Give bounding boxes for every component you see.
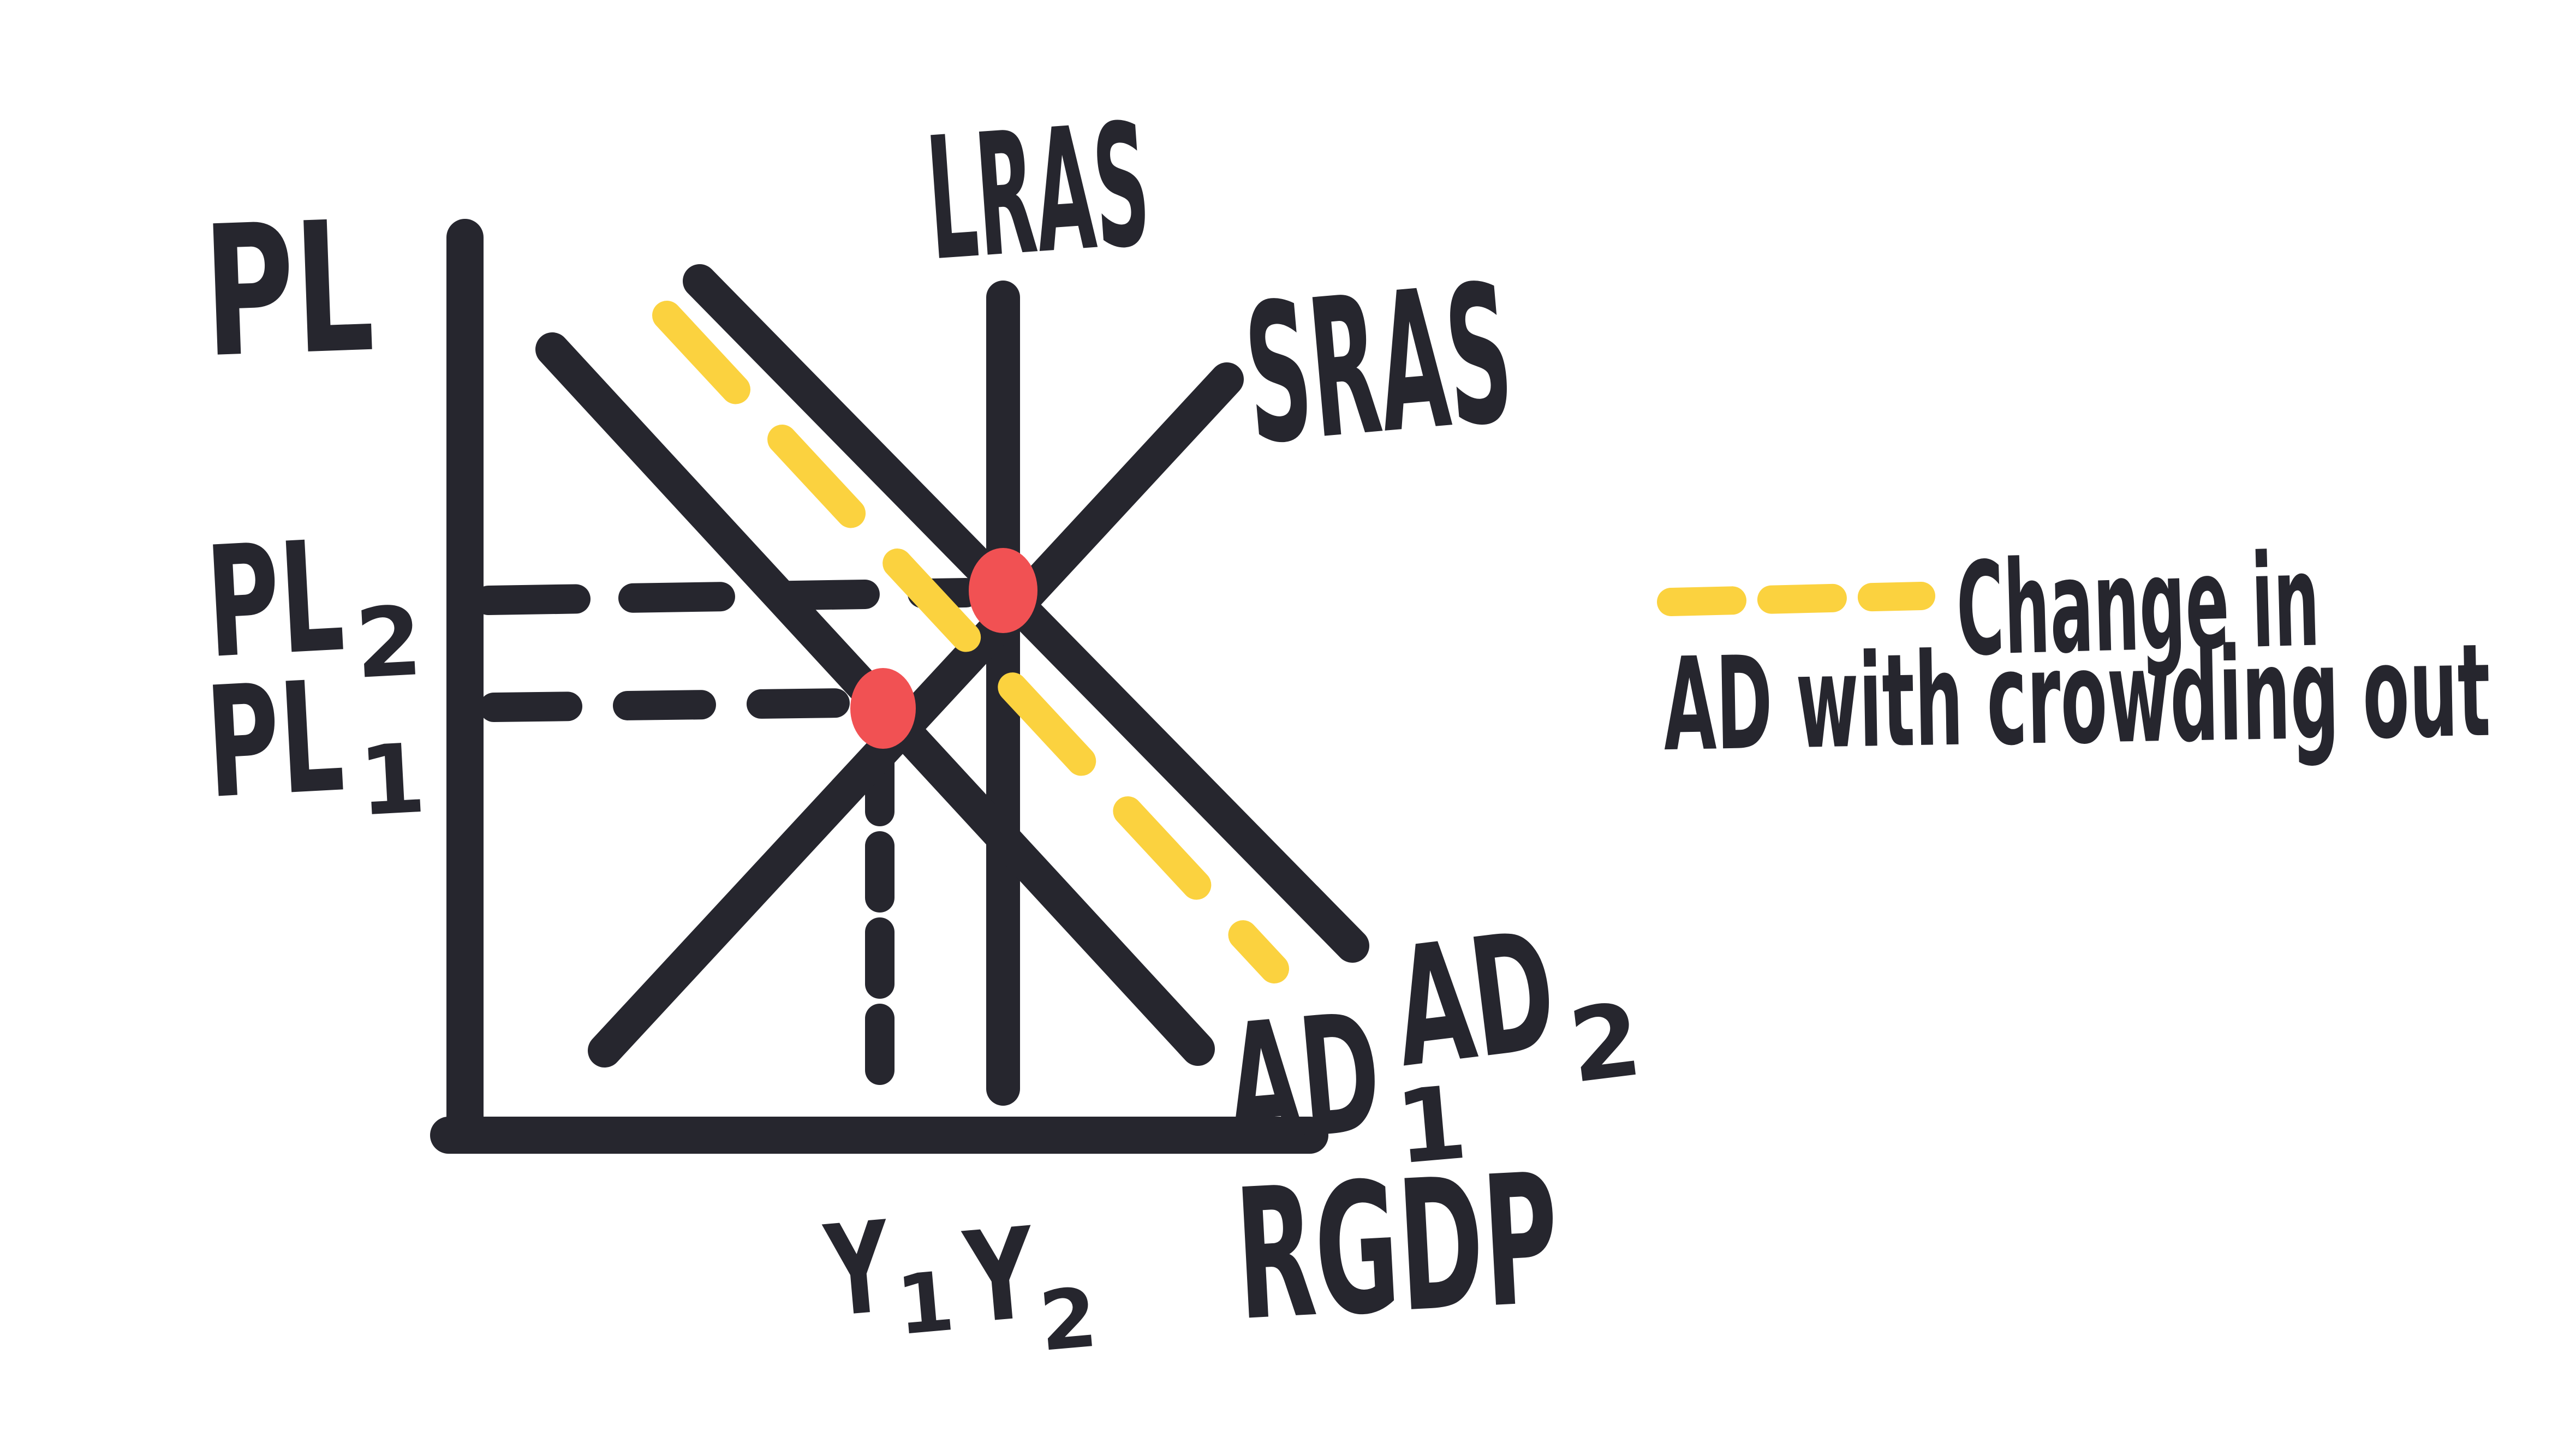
ad2-label: AD 2 — [1385, 896, 1647, 1106]
pl1-tick-base: PL — [202, 648, 348, 833]
curves — [535, 264, 1369, 1106]
axes — [430, 219, 1328, 1154]
legend-text-line2: AD with crowding out — [1662, 617, 2492, 780]
equilibrium-point-2 — [969, 548, 1037, 633]
x-axis-label: RGDP — [1231, 1135, 1564, 1361]
pl1-tick-label: PL 1 — [202, 648, 428, 838]
y2-tick-subscript: 2 — [1036, 1271, 1101, 1370]
ad1-label-base: AD — [1219, 977, 1387, 1180]
pl2-tick-subscript: 2 — [353, 586, 425, 700]
y1-tick-base: Y — [819, 1195, 897, 1345]
legend-text-line1: Change in — [1955, 526, 2322, 684]
pl2-tick-label: PL 2 — [202, 508, 425, 700]
equilibrium-point-1 — [850, 668, 916, 749]
sras-curve — [588, 362, 1244, 1068]
ad1-label-subscript: 1 — [1391, 1064, 1471, 1187]
y1-tick-subscript: 1 — [893, 1254, 958, 1353]
lras-label: LRAS — [921, 87, 1155, 299]
sras-label: SRAS — [1237, 242, 1520, 487]
ad2-label-base: AD — [1385, 896, 1565, 1104]
guide-lines — [474, 578, 981, 1094]
pl2-tick-base: PL — [202, 508, 348, 693]
y-axis-label: PL — [200, 182, 377, 398]
ad1-label: AD 1 — [1219, 977, 1471, 1187]
equilibrium-points — [850, 548, 1037, 749]
pl1-dashed-guide — [479, 688, 858, 722]
ad2-label-subscript: 2 — [1563, 980, 1647, 1106]
legend-yellow-dash-swatch — [1657, 582, 1935, 616]
y2-tick-label: Y 2 — [958, 1201, 1101, 1370]
pl1-tick-subscript: 1 — [356, 724, 428, 838]
legend: Change in AD with crowding out — [1657, 526, 2492, 780]
y1-tick-label: Y 1 — [819, 1195, 958, 1353]
y2-tick-base: Y — [958, 1201, 1041, 1352]
ad-shift-yellow-dashed-curve — [652, 301, 1289, 983]
pl2-dashed-guide — [474, 578, 981, 615]
